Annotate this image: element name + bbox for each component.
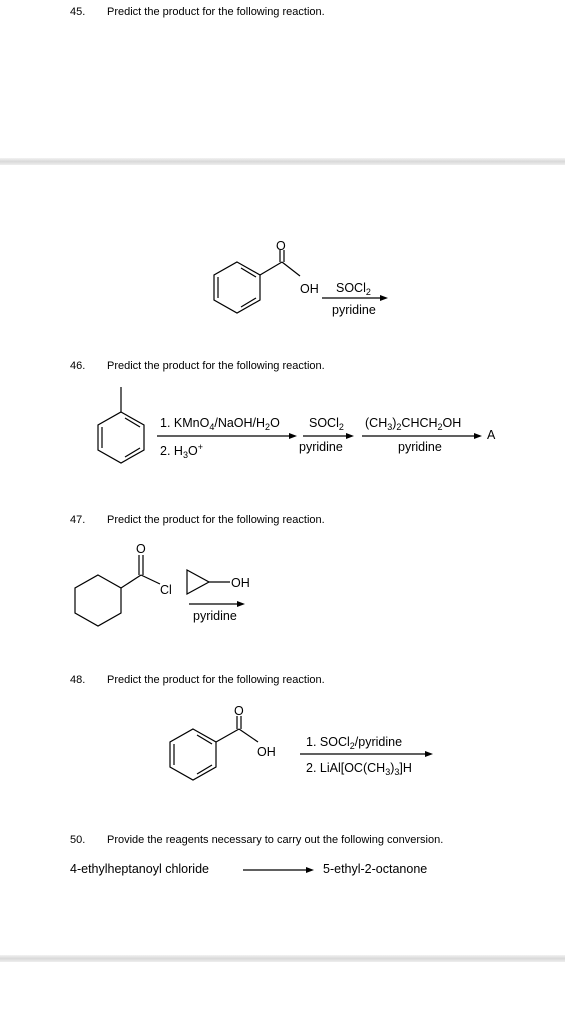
step-2-reagents: 2. H3O+ (160, 442, 203, 460)
product-label: A (487, 428, 496, 442)
step-1-reagents: 1. SOCl2/pyridine (306, 735, 402, 751)
question-prompt: Provide the reagents necessary to carry … (107, 834, 444, 846)
target-product: 5-ethyl-2-octanone (323, 862, 428, 876)
question-prompt: Predict the product for the following re… (107, 674, 325, 686)
atom-label-cl: Cl (160, 583, 172, 597)
reagent-below: pyridine (398, 440, 442, 454)
question-prompt: Predict the product for the following re… (107, 6, 325, 18)
atom-label-oh: OH (257, 745, 276, 759)
question-number: 45. (70, 6, 86, 18)
cyclopropanol-structure: OH (186, 568, 250, 596)
atom-label-o: O (234, 704, 244, 718)
arrow-head (346, 433, 354, 439)
atom-label-o: O (276, 239, 286, 253)
cyclohexanecarbonyl-chloride-structure: O Cl (74, 542, 172, 627)
question-number: 47. (70, 514, 86, 526)
step-2-reagents: 2. LiAl[OC(CH3)3]H (306, 761, 412, 777)
starting-material: 4-ethylheptanoyl chloride (70, 862, 209, 876)
page-separator (0, 955, 565, 962)
reagent-above: SOCl2 (336, 281, 371, 297)
benzoic-acid-structure: O OH (169, 704, 276, 781)
arrow-head (289, 433, 297, 439)
arrow-head (425, 751, 433, 757)
question-number: 48. (70, 674, 86, 686)
question-prompt: Predict the product for the following re… (107, 514, 325, 526)
benzoic-acid-structure: O OH (213, 239, 319, 314)
reagent-below: pyridine (299, 440, 343, 454)
reagent-below: pyridine (332, 303, 376, 317)
atom-label-oh: OH (300, 282, 319, 296)
reagent-above: (CH3)2CHCH2OH (365, 416, 461, 432)
arrow-head (474, 433, 482, 439)
question-prompt: Predict the product for the following re… (107, 360, 325, 372)
question-number: 50. (70, 834, 86, 846)
arrow-head (306, 867, 314, 873)
step-1-reagents: 1. KMnO4/NaOH/H2O (160, 416, 280, 432)
reagent-below: pyridine (193, 609, 237, 623)
reagent-above: SOCl2 (309, 416, 344, 432)
hydroxyl-label: OH (231, 576, 250, 590)
toluene-structure (97, 387, 145, 464)
page-separator (0, 158, 565, 165)
arrow-head (380, 295, 388, 301)
question-number: 46. (70, 360, 86, 372)
arrow-head (237, 601, 245, 607)
atom-label-o: O (136, 542, 146, 556)
